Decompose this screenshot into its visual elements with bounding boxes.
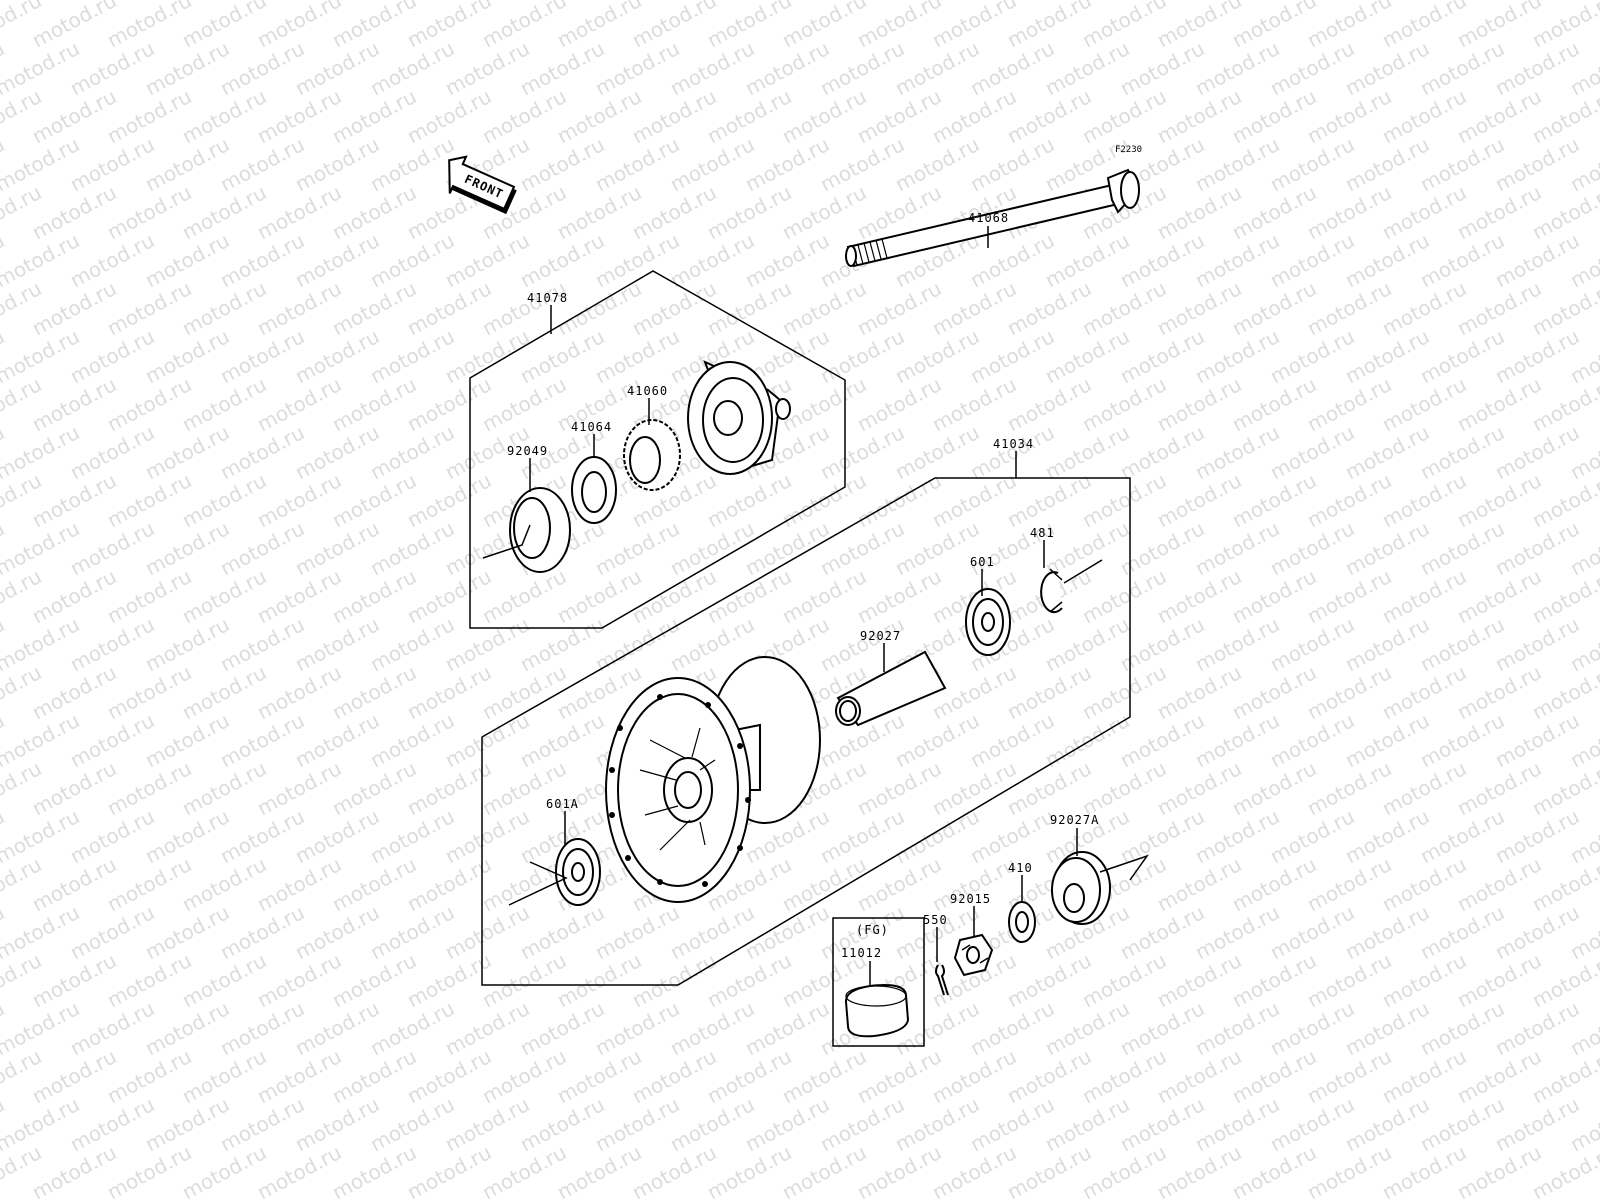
- bearing-601: [965, 588, 1011, 656]
- washer-410: [1008, 901, 1036, 943]
- label-fg: (FG): [856, 923, 889, 937]
- label-92015: 92015: [950, 892, 991, 906]
- label-410: 410: [1008, 861, 1033, 875]
- gear-41060: [623, 419, 681, 491]
- label-92049: 92049: [507, 444, 548, 458]
- retainer-41064: [571, 456, 617, 524]
- label-92027: 92027: [860, 629, 901, 643]
- label-41078: 41078: [527, 291, 568, 305]
- label-481: 481: [1030, 526, 1055, 540]
- oil-seal-92049: [509, 487, 571, 573]
- label-601: 601: [970, 555, 995, 569]
- label-41068: 41068: [968, 211, 1009, 225]
- axle-41068: [845, 168, 1140, 268]
- front-arrow-icon: FRONT: [448, 155, 517, 215]
- label-550: 550: [923, 913, 948, 927]
- group-box-fg: [832, 917, 925, 1047]
- cotter-pin-550: [935, 964, 949, 996]
- spacer-92027: [835, 650, 947, 727]
- circlip-481: [1040, 568, 1063, 614]
- label-41064: 41064: [571, 420, 612, 434]
- label-92027A: 92027A: [1050, 813, 1099, 827]
- group-box-41078: [469, 270, 846, 629]
- group-box-41034: [481, 477, 1131, 986]
- wheel-hub: [605, 656, 821, 903]
- bearing-601A: [555, 838, 601, 906]
- label-41060: 41060: [627, 384, 668, 398]
- label-41034: 41034: [993, 437, 1034, 451]
- label-11012: 11012: [841, 946, 882, 960]
- collar-92027A: [1051, 851, 1111, 925]
- speedometer-gearbox: [687, 360, 791, 475]
- label-601A: 601A: [546, 797, 579, 811]
- castle-nut-92015: [953, 933, 994, 977]
- figure-code: F2230: [1115, 145, 1142, 155]
- grease-cap-11012: [844, 984, 910, 1038]
